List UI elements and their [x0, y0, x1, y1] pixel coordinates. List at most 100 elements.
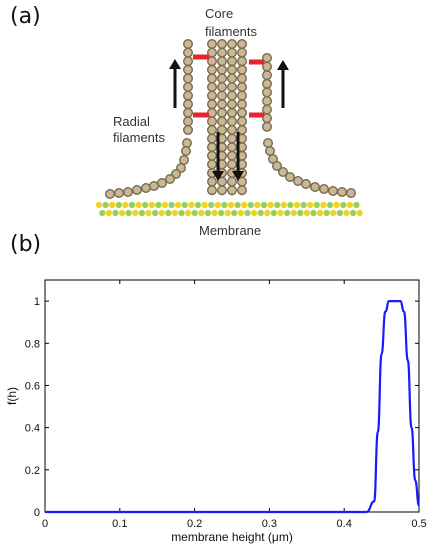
radial-bead [301, 178, 312, 189]
membrane-bead [274, 201, 281, 209]
membrane-bead [148, 201, 155, 209]
membrane-bead [178, 209, 185, 217]
y-tick-label: 0 [34, 507, 40, 519]
radial-bead [263, 137, 274, 148]
membrane-bead [204, 209, 211, 217]
radial-bead [180, 145, 191, 156]
core-bead [226, 73, 237, 84]
y-tick-label: 0.4 [25, 423, 40, 435]
membrane-bead [280, 201, 287, 209]
membrane-bead [165, 209, 172, 217]
membrane [95, 201, 363, 217]
core-bead [206, 73, 217, 84]
membrane-bead [224, 209, 231, 217]
membrane-bead [145, 209, 152, 217]
membrane-bead [171, 209, 178, 217]
core-bead [236, 73, 247, 84]
crosslinks [193, 54, 264, 118]
membrane-bead [194, 201, 202, 209]
membrane-bead [333, 201, 340, 209]
membrane-bead [307, 201, 314, 209]
core-bead [236, 107, 247, 118]
radial-bead [104, 188, 115, 199]
core-bead [226, 142, 237, 153]
membrane-bead [251, 209, 258, 217]
radial-bead [182, 73, 193, 84]
membrane-bead [218, 209, 225, 217]
membrane-bead [188, 201, 195, 209]
radial-label-line1: Radial [113, 114, 150, 129]
plot-area [44, 279, 420, 513]
membrane-bead [122, 201, 129, 209]
core-bead [216, 107, 227, 118]
core-bead [206, 185, 217, 196]
membrane-bead [290, 209, 297, 217]
radial-bead [182, 56, 193, 67]
core-bead [236, 90, 247, 101]
membrane-bead [112, 209, 119, 217]
core-bead [226, 116, 237, 127]
arrow-up-icon [169, 59, 181, 108]
core-bead [226, 159, 237, 170]
core-bead [226, 124, 237, 135]
membrane-bead [254, 201, 261, 209]
membrane-bead [241, 201, 248, 209]
membrane-bead [109, 201, 116, 209]
membrane-bead [155, 201, 162, 209]
membrane-bead [270, 209, 277, 217]
core-bead [216, 99, 227, 110]
radial-bead [182, 107, 193, 118]
radial-bead [182, 90, 193, 101]
membrane-bead [234, 201, 241, 209]
radial-bead [148, 180, 159, 191]
membrane-bead [135, 201, 142, 209]
y-tick-label: 0.8 [25, 338, 40, 350]
arrow-up-icon [277, 60, 289, 108]
membrane-bead [102, 201, 109, 209]
radial-bead [328, 185, 339, 196]
radial-bead [113, 187, 124, 198]
radial-bead [131, 184, 142, 195]
membrane-bead [175, 201, 182, 209]
core-bead [206, 81, 217, 92]
membrane-bead [191, 209, 198, 217]
radial-bead [319, 183, 330, 194]
membrane-bead [284, 209, 291, 217]
membrane-bead [115, 201, 122, 209]
x-tick-label: 0.2 [187, 518, 202, 530]
membrane-bead [95, 201, 103, 209]
x-tick-label: 0.5 [411, 518, 426, 530]
panel-a-label: (a) [10, 4, 41, 29]
core-bead [206, 133, 217, 144]
membrane-bead [185, 209, 192, 217]
core-bead [206, 39, 217, 50]
core-bead [236, 99, 247, 110]
core-label-line1: Core [205, 6, 233, 21]
core-bead [226, 56, 237, 67]
arrow-down-icon [232, 132, 244, 181]
radial-bead [285, 171, 296, 182]
membrane-bead [152, 209, 159, 217]
membrane-bead [257, 209, 264, 217]
radial-bead [262, 121, 273, 132]
y-tick-label: 0.6 [25, 380, 40, 392]
membrane-bead [343, 209, 350, 217]
membrane-bead [353, 201, 360, 209]
core-bead [216, 39, 227, 50]
core-bead [236, 47, 247, 58]
radial-bead [182, 124, 193, 135]
core-bead [206, 150, 217, 161]
membrane-bead [227, 201, 235, 209]
radial-bead [262, 95, 273, 106]
membrane-bead [221, 201, 228, 209]
radial-bead [278, 166, 289, 177]
core-bead [226, 133, 237, 144]
core-bead [206, 159, 217, 170]
radial-bead [262, 87, 273, 98]
core-filaments [206, 39, 247, 196]
panel-b-label: (b) [10, 232, 42, 257]
membrane-bead [198, 209, 205, 217]
membrane-bead [161, 201, 169, 209]
core-bead [226, 90, 237, 101]
